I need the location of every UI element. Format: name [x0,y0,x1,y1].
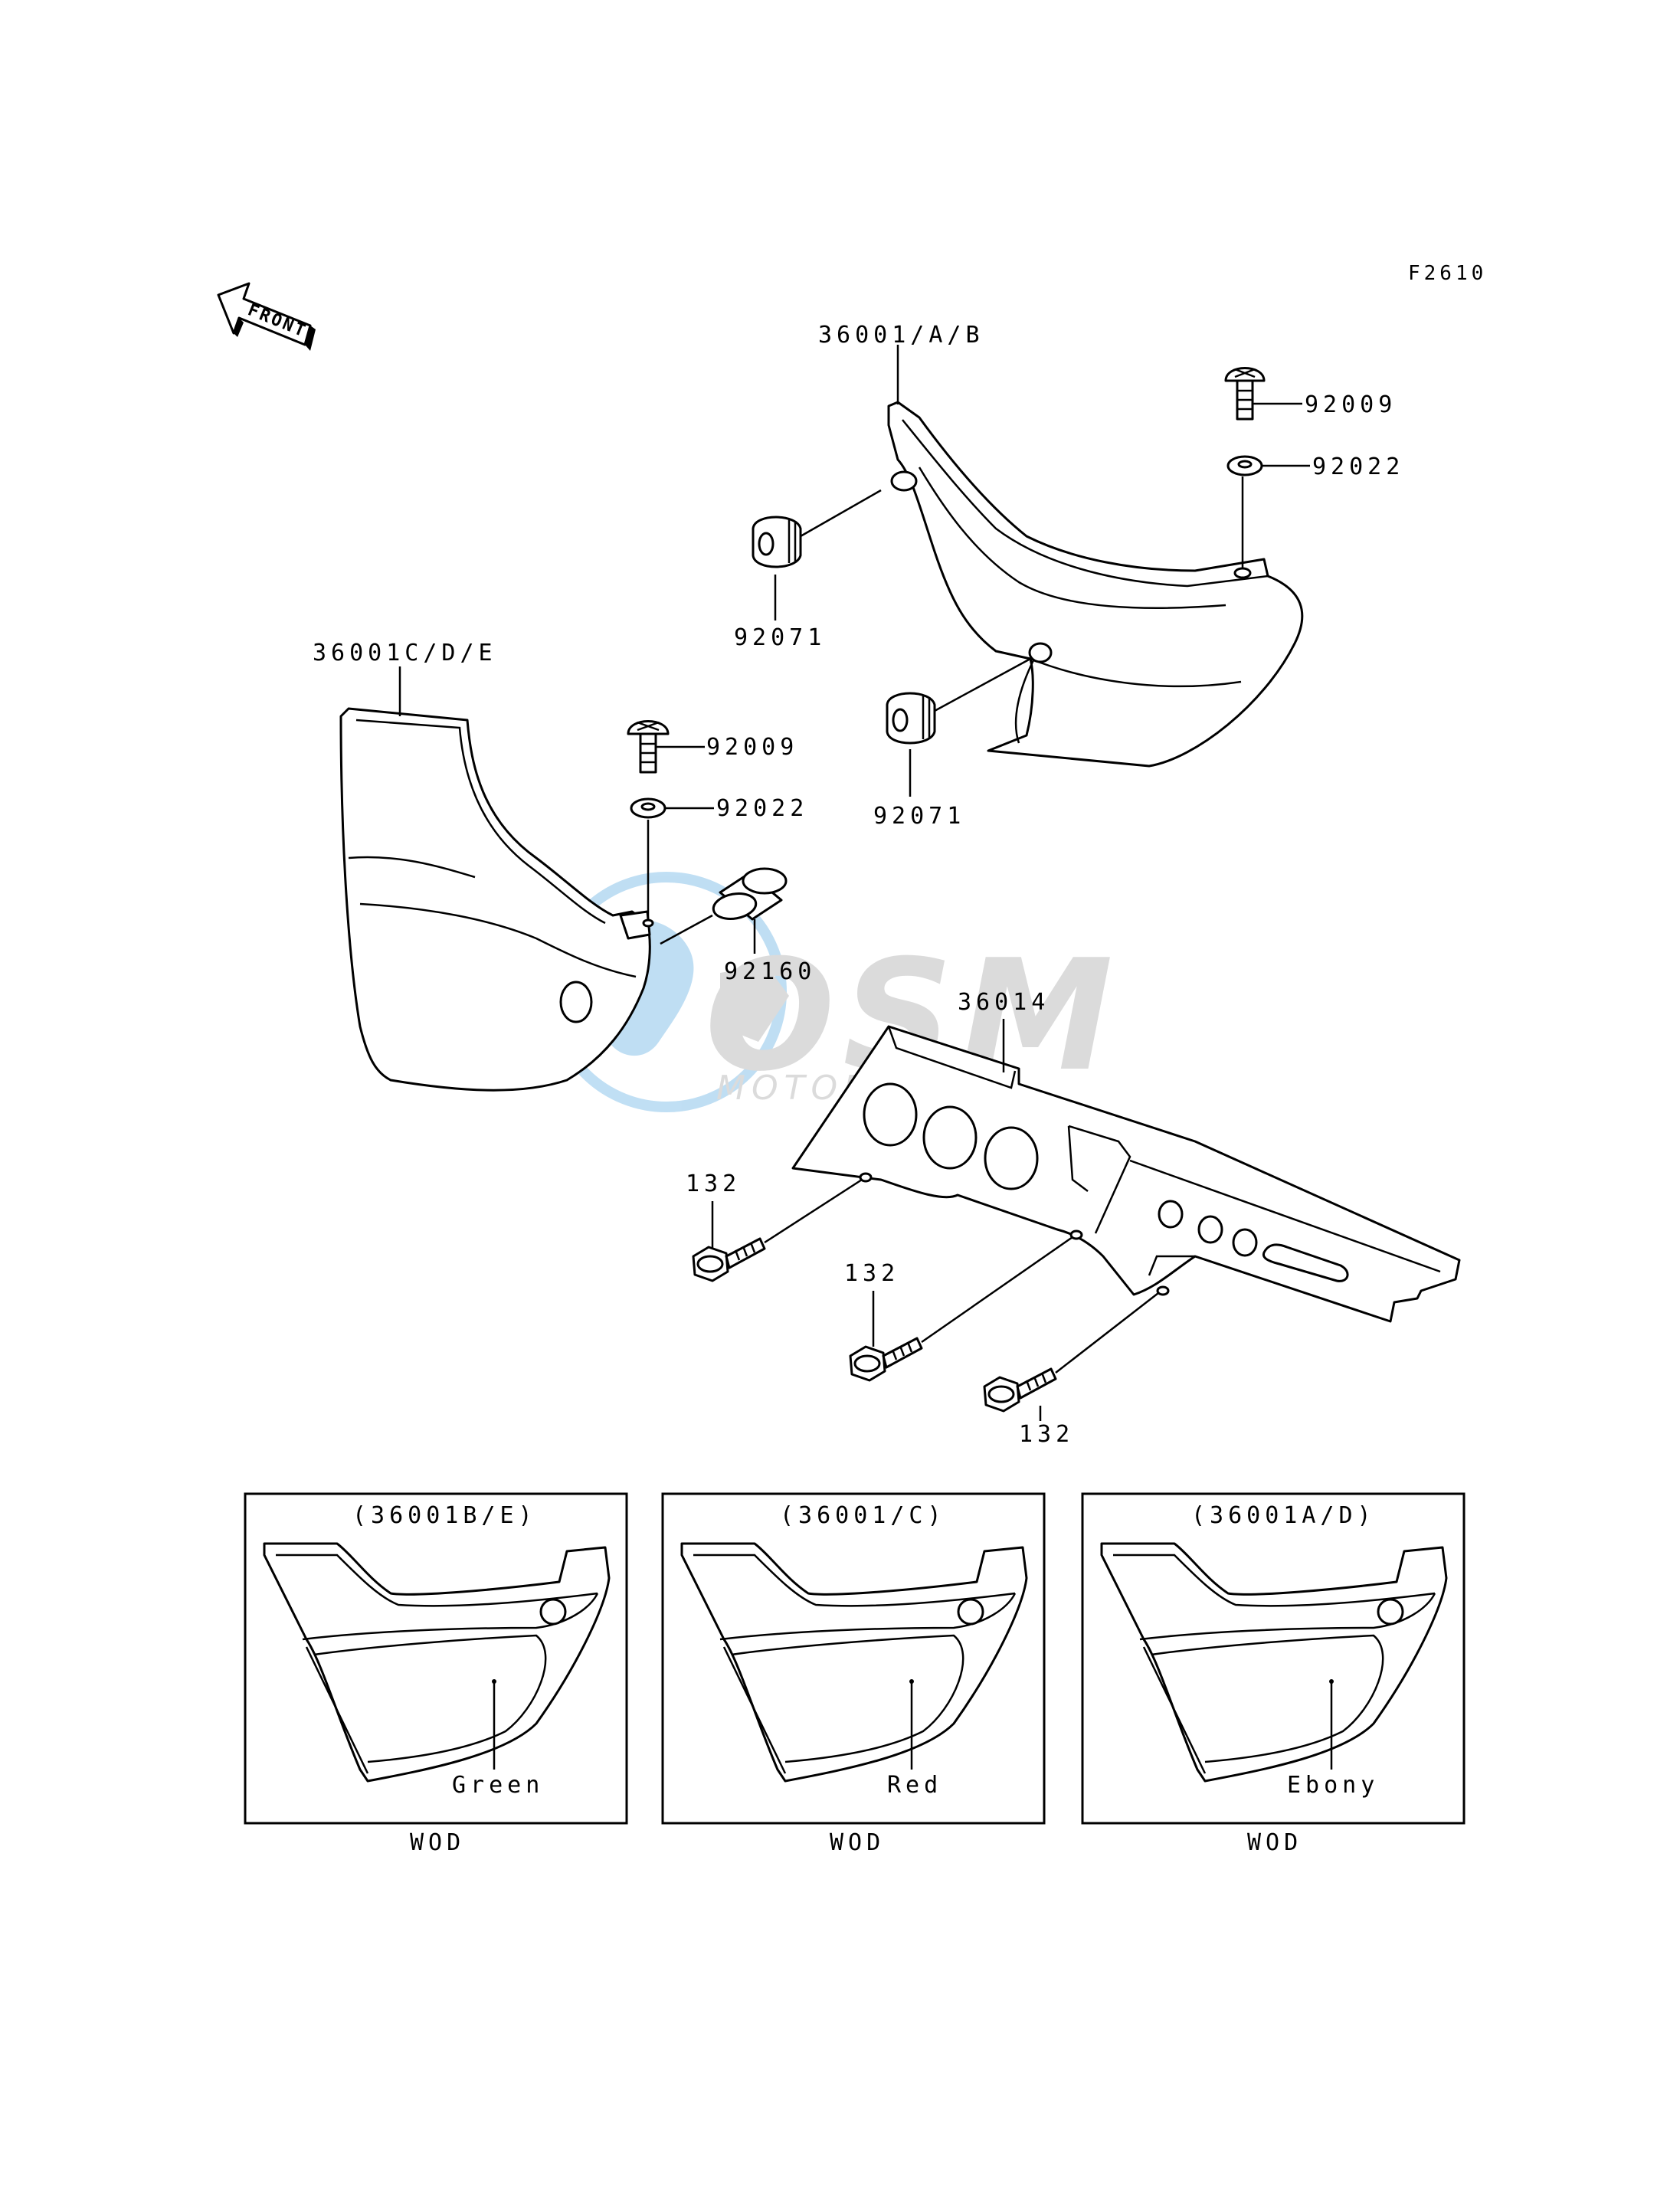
callout-washer-top: 92022 [1312,453,1404,480]
variant-box-2: (36001/C) Red [661,1492,1046,1825]
chain-guard [791,1025,1461,1323]
figure-code: F2610 [1408,262,1487,285]
callout-washer-left: 92022 [716,795,808,822]
front-arrow-icon: FRONT [217,282,316,351]
variant-box-3: (36001A/D) Ebony [1081,1492,1465,1825]
variant-region-1: WOD [410,1829,465,1856]
grommet-upper [752,516,802,568]
side-cover-left [339,707,654,1092]
callout-grommet-upper: 92071 [734,624,826,651]
washer-top [1226,455,1263,476]
callout-screw-top: 92009 [1305,391,1397,418]
grommet-lower [886,692,936,745]
variant-box-1: (36001B/E) Green [244,1492,628,1825]
screw-top [1224,367,1266,421]
variant-code: (36001A/D) [1191,1502,1376,1529]
variant-code: (36001B/E) [352,1502,537,1529]
front-label: FRONT [245,300,310,342]
bolt-2 [849,1337,923,1382]
variant-code: (36001/C) [780,1502,946,1529]
screw-left [627,720,670,774]
callout-bolt-1: 132 [686,1171,741,1197]
variant-color: Red [887,1772,942,1799]
variant-color: Ebony [1287,1772,1379,1799]
callout-side-cover-right: 36001/A/B [818,322,984,349]
variant-region-3: WOD [1247,1829,1302,1856]
bolt-3 [983,1367,1057,1413]
washer-left [630,797,666,819]
callout-bolt-2: 132 [844,1260,899,1287]
callout-grommet-lower: 92071 [873,803,965,830]
bolt-1 [692,1237,766,1282]
collar [712,867,788,921]
callout-screw-left: 92009 [706,734,798,761]
callout-bolt-3: 132 [1019,1421,1074,1448]
callout-collar: 92160 [724,958,816,985]
side-cover-right [887,401,1304,768]
callout-side-cover-left: 36001C/D/E [313,640,497,666]
variant-color: Green [452,1772,544,1799]
variant-region-2: WOD [830,1829,885,1856]
callout-chain-guard: 36014 [958,989,1050,1016]
